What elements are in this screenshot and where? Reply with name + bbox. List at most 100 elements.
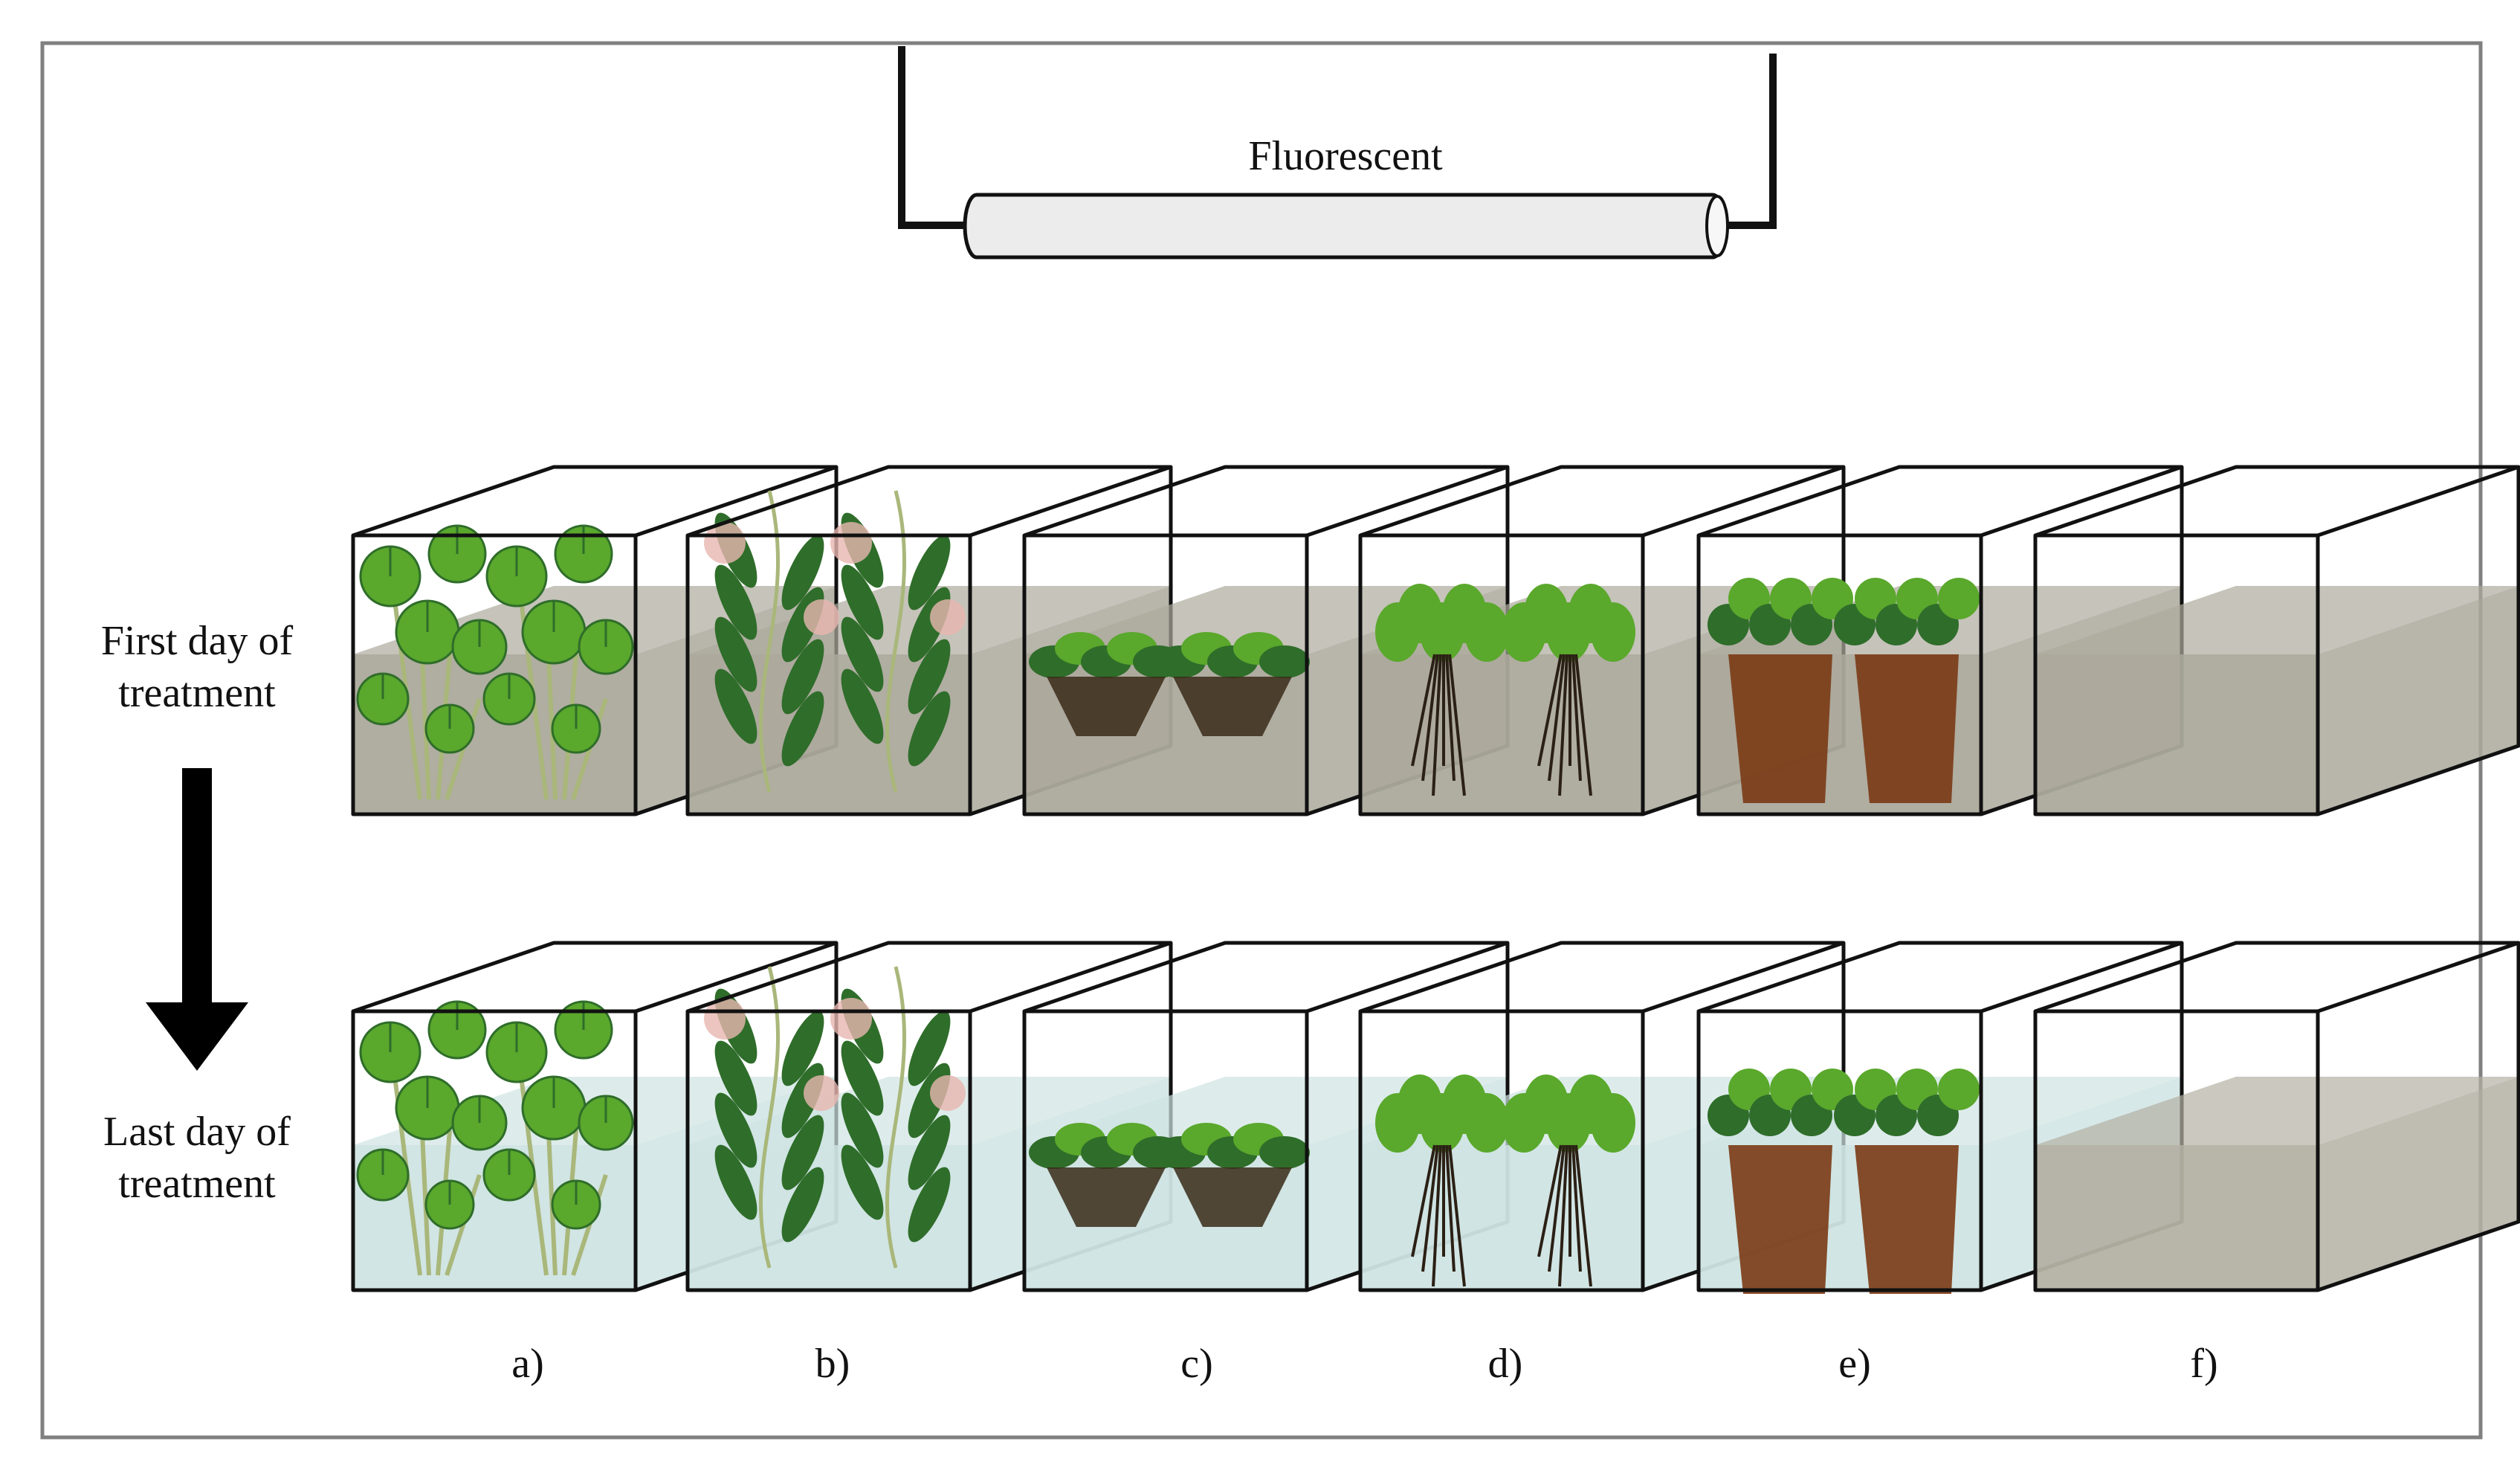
- plant-pennywort-2: [482, 524, 634, 800]
- plant-pennywort-2: [482, 1000, 634, 1276]
- plant-water-lettuce-1-root: [1445, 1144, 1456, 1272]
- tank-labels: a) b) c) d) e) f): [511, 1341, 2217, 1387]
- plant-floating-fern-1: [1029, 1123, 1183, 1227]
- tank-front-edge: [1358, 1009, 1645, 1292]
- plant-morning-glory-2-leaf: [908, 535, 951, 610]
- tank-front-edge: [1696, 1009, 1983, 1292]
- plant-morning-glory-1-leaf: [781, 691, 824, 767]
- plant-water-lettuce-2-root: [1558, 1144, 1568, 1287]
- water-front: [2035, 654, 2318, 814]
- plant-water-hyacinth-2-leaf: [1938, 1069, 1980, 1110]
- tank-label-e: e): [1838, 1341, 1871, 1387]
- plant-water-hyacinth-2-roots: [1855, 1145, 1959, 1294]
- time-arrow-icon: [146, 768, 248, 1071]
- plant-water-lettuce-2-root: [1571, 654, 1582, 782]
- water-front: [2035, 1145, 2318, 1290]
- plant-water-lettuce-2-root: [1574, 1144, 1592, 1287]
- plant-water-lettuce-1-root: [1432, 654, 1442, 796]
- plant-morning-glory-2-flower: [830, 522, 872, 564]
- plant-floating-fern-1-roots: [1047, 1167, 1166, 1227]
- tank-front-edge: [1358, 533, 1645, 816]
- plant-water-lettuce-1-rosette: [1464, 602, 1509, 662]
- tank-front-edge: [2033, 533, 2320, 816]
- tank-row-last: [351, 941, 2520, 1294]
- plant-morning-glory-1-leaf: [781, 1167, 824, 1243]
- tank-f-last: [2033, 941, 2520, 1292]
- tank-top-edge: [687, 941, 1173, 1014]
- tank-side-edge: [2317, 467, 2520, 816]
- plant-morning-glory-2-flower: [930, 1075, 966, 1111]
- plant-floating-fern-2-frond: [1259, 645, 1310, 678]
- plant-morning-glory-2-leaf: [841, 1144, 884, 1220]
- plant-morning-glory-2-flower: [930, 599, 966, 635]
- plant-morning-glory-2-leaf: [841, 564, 884, 640]
- tank-side-edge: [2317, 943, 2520, 1292]
- plant-floating-fern-2-roots: [1173, 677, 1292, 736]
- water-surface: [2035, 1077, 2519, 1145]
- water-surface: [2035, 586, 2519, 654]
- tank-label-a: a): [511, 1341, 544, 1387]
- tank-front-edge: [351, 1009, 638, 1292]
- plant-morning-glory-2-leaf: [908, 1011, 951, 1086]
- plant-morning-glory-1-leaf: [781, 535, 824, 610]
- plant-floating-fern-1-roots: [1047, 677, 1166, 736]
- plant-water-hyacinth-1-roots: [1728, 1145, 1832, 1294]
- plant-water-lettuce-1-root: [1432, 1144, 1442, 1287]
- tank-top-edge: [2035, 465, 2520, 538]
- tank-top-edge: [1698, 941, 2184, 1014]
- tank-top-edge: [1698, 465, 2184, 538]
- lamp-label: Fluorescent: [1248, 133, 1443, 179]
- plant-water-lettuce-1-root: [1448, 654, 1466, 796]
- tank-row-first: [351, 465, 2520, 816]
- plant-water-lettuce-2-rosette: [1591, 1093, 1635, 1153]
- plant-water-hyacinth-2-leaf: [1938, 578, 1980, 619]
- tank-top-edge: [352, 941, 839, 1014]
- tank-front-edge: [685, 1009, 972, 1292]
- time-arrow-head: [146, 1002, 248, 1071]
- tank-top-edge: [1024, 465, 1510, 538]
- tank-label-d: d): [1488, 1341, 1523, 1387]
- plant-water-lettuce-1-rosette: [1464, 1093, 1509, 1153]
- plant-water-lettuce-2-root: [1537, 654, 1563, 767]
- plant-morning-glory-2-leaf: [908, 1167, 951, 1243]
- plant-morning-glory-1-leaf: [714, 616, 757, 692]
- first-day-label-line2: treatment: [118, 670, 276, 716]
- plant-water-lettuce-2-root: [1571, 1144, 1582, 1272]
- last-day-label-line2: treatment: [118, 1161, 276, 1207]
- plant-water-lettuce-1: [1375, 584, 1509, 796]
- plant-floating-fern-2: [1155, 1123, 1310, 1227]
- plant-morning-glory-1-leaf: [714, 1092, 757, 1168]
- plant-morning-glory-2-leaf: [841, 668, 884, 744]
- tank-front-edge: [1022, 533, 1309, 816]
- plant-water-lettuce-1-root: [1411, 1144, 1436, 1257]
- tanks-layer: [351, 465, 2520, 1294]
- row-labels: First day of treatment Last day of treat…: [101, 618, 294, 1207]
- plant-water-lettuce-1: [1375, 1074, 1509, 1287]
- plant-morning-glory-2-leaf: [908, 691, 951, 767]
- plant-morning-glory-1-leaf: [781, 1115, 824, 1190]
- plant-morning-glory-2-leaf: [841, 616, 884, 692]
- last-day-label-line1: Last day of: [103, 1109, 291, 1155]
- plant-morning-glory-1: [704, 490, 839, 793]
- lamp-tube: [963, 193, 1727, 260]
- plant-water-lettuce-1-root: [1411, 654, 1436, 767]
- lamp-tube-end: [1705, 195, 1729, 257]
- plant-water-hyacinth-2: [1834, 1069, 1980, 1294]
- water-front: [1360, 654, 1643, 814]
- plant-floating-fern-1: [1029, 632, 1183, 736]
- plant-water-lettuce-2-root: [1548, 1144, 1566, 1272]
- tank-front-edge: [1696, 533, 1983, 816]
- plant-water-lettuce-2-root: [1548, 654, 1566, 782]
- plant-morning-glory-2-flower: [830, 998, 872, 1040]
- water-side: [2318, 586, 2519, 814]
- tank-f-first: [2033, 465, 2520, 816]
- plant-pennywort-1: [356, 1000, 508, 1276]
- tank-top-edge: [2035, 941, 2520, 1014]
- plant-water-hyacinth-1-roots: [1728, 654, 1832, 803]
- plant-morning-glory-1-leaf: [781, 639, 824, 715]
- plant-water-lettuce-1-root: [1448, 1144, 1466, 1287]
- tank-top-edge: [1024, 941, 1510, 1014]
- first-day-label-line1: First day of: [101, 618, 294, 664]
- plant-morning-glory-1-flower: [804, 1075, 839, 1111]
- plant-water-lettuce-2-rosette: [1591, 602, 1635, 662]
